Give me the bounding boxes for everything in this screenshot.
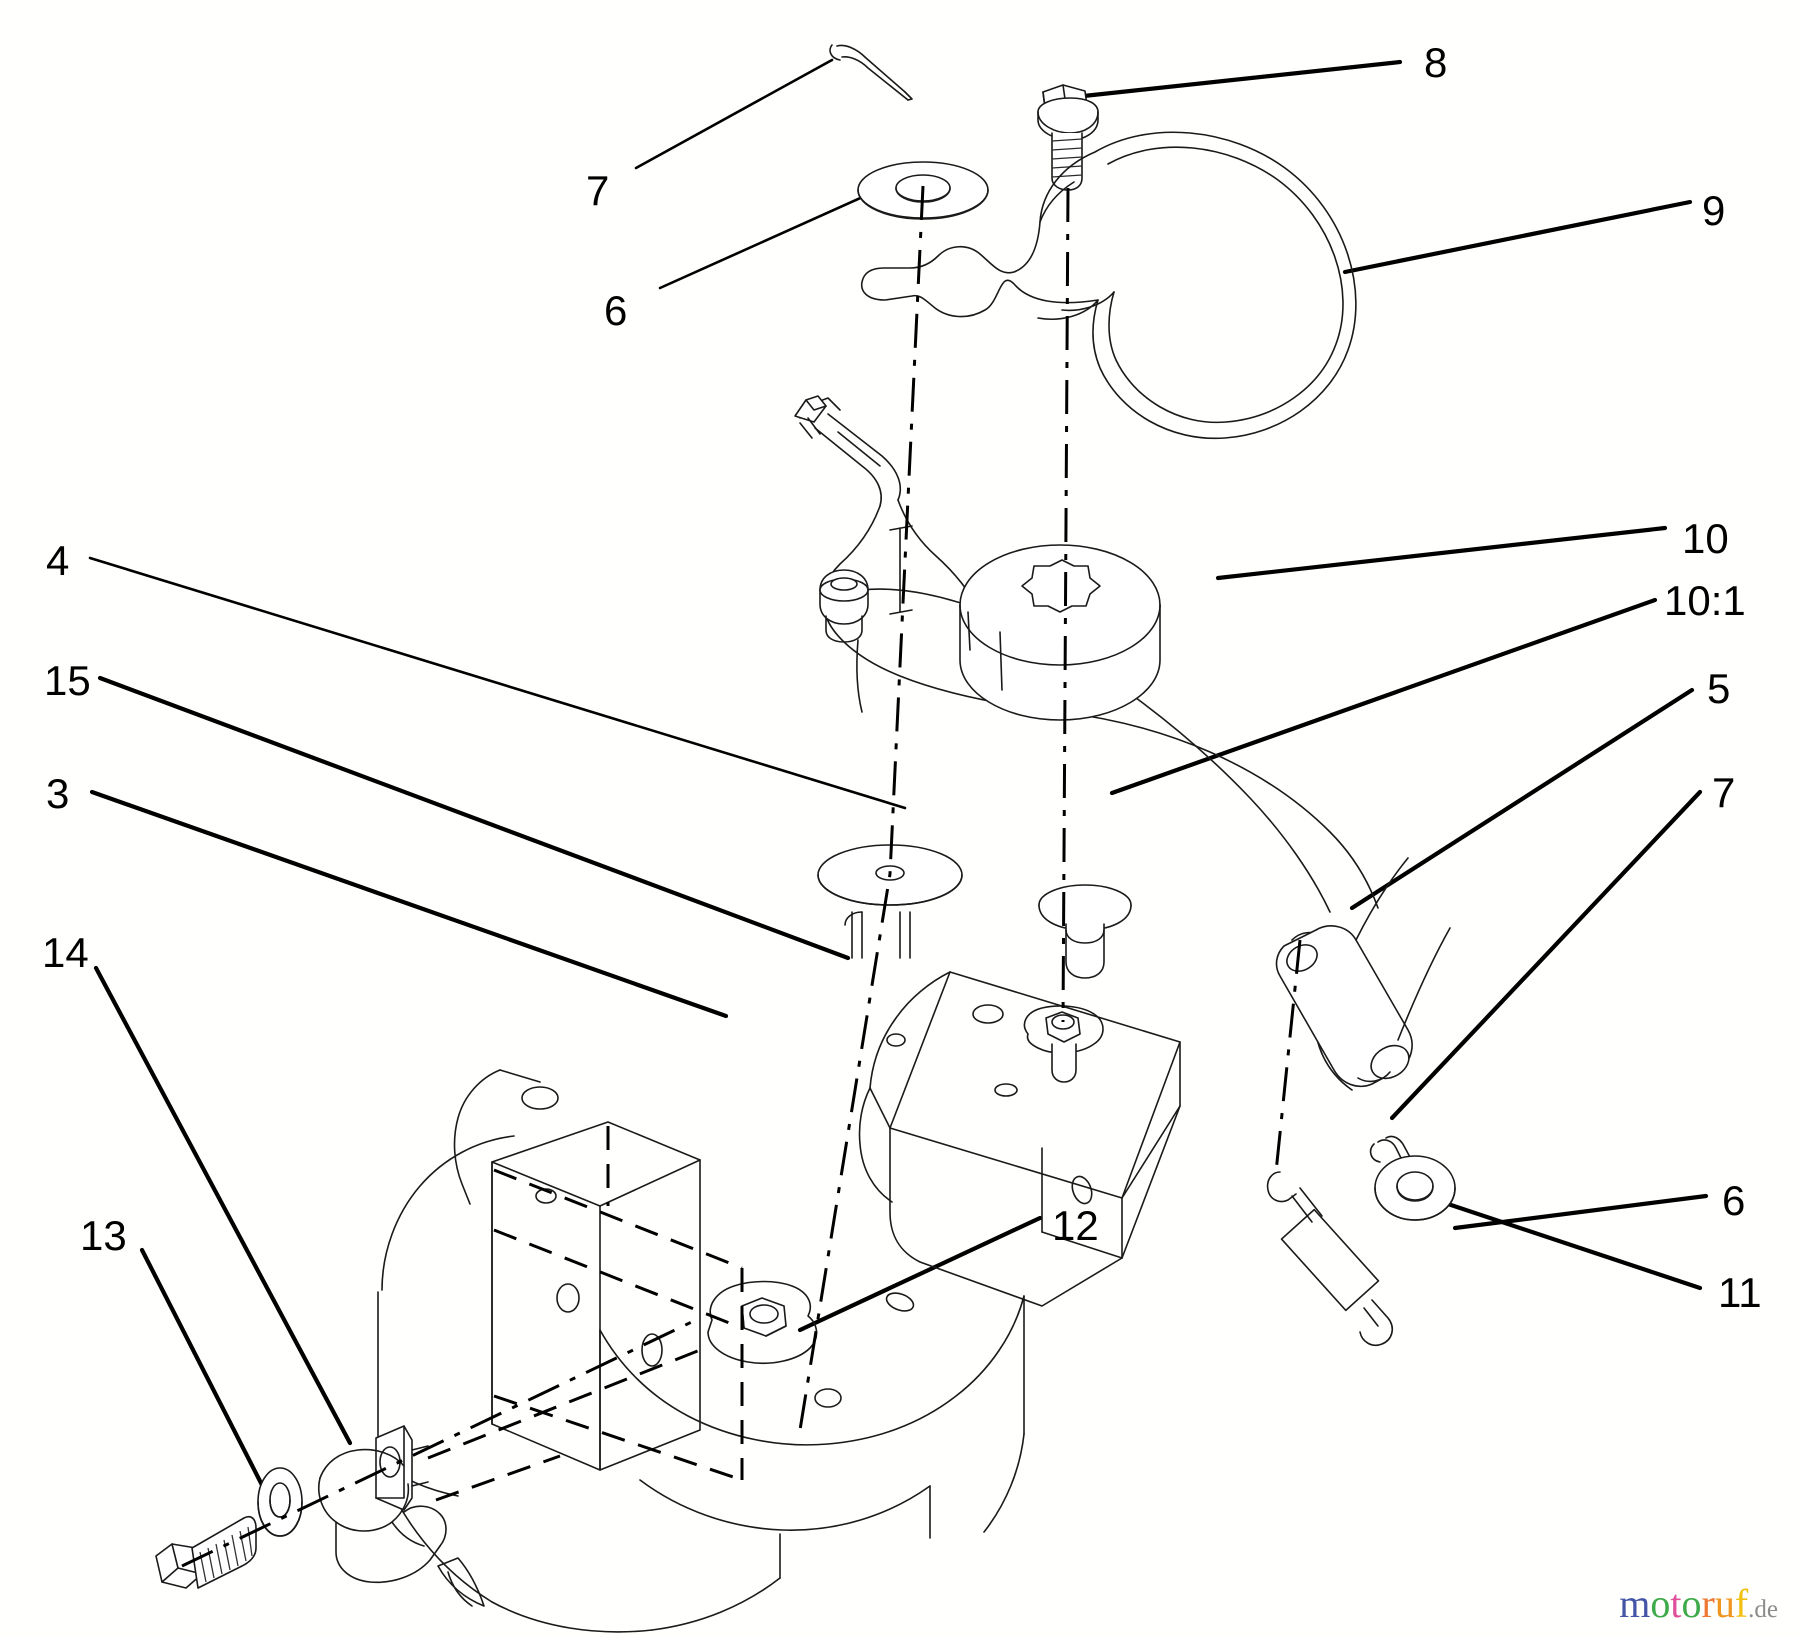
- watermark-letter-f: f: [1734, 1581, 1749, 1626]
- watermark-suffix: .de: [1748, 1596, 1778, 1623]
- hidden-edges: [427, 1126, 744, 1502]
- flat-washer-right: [1374, 1155, 1456, 1221]
- callout-3: 3: [46, 770, 70, 817]
- callout-8: 8: [1424, 39, 1448, 86]
- idler-pulley: [959, 544, 1161, 721]
- callout-7-right: 7: [1712, 769, 1736, 816]
- center-lines: [181, 185, 1302, 1568]
- callout-10: 10: [1682, 515, 1729, 562]
- pulley-bushing: [1038, 884, 1132, 979]
- extension-spring: [1266, 1171, 1394, 1347]
- watermark-letter-r: r: [1701, 1581, 1715, 1626]
- callout-4: 4: [46, 537, 70, 584]
- lock-nut-bracket: [1023, 1005, 1104, 1083]
- motoruf-watermark: motoruf.de: [1619, 1584, 1778, 1624]
- spacer-washer: [817, 844, 963, 959]
- pivot-bracket-left: [318, 1425, 447, 1584]
- callout-12: 12: [1052, 1202, 1099, 1249]
- callout-14: 14: [42, 929, 89, 976]
- hex-flange-bolt: [1037, 84, 1099, 191]
- watermark-letter-o2: o: [1681, 1581, 1702, 1626]
- callout-6-right: 6: [1722, 1177, 1746, 1224]
- watermark-letter-u: u: [1714, 1581, 1735, 1626]
- mounting-bracket: [858, 971, 1181, 1307]
- hex-bolt: [155, 1515, 257, 1589]
- watermark-letter-t: t: [1670, 1581, 1682, 1626]
- watermark-letter-m: m: [1619, 1581, 1651, 1626]
- callout-15: 15: [44, 657, 91, 704]
- lock-nut: [707, 1280, 818, 1365]
- callout-13: 13: [80, 1212, 127, 1259]
- callout-6-top: 6: [604, 287, 628, 334]
- deck-housing: [377, 1069, 1025, 1633]
- v-belt: [860, 131, 1357, 440]
- lower-slab-bracket: [491, 1121, 701, 1471]
- idler-link-arm: [1275, 857, 1451, 1091]
- callout-7-top: 7: [586, 167, 610, 214]
- callout-10-1: 10:1: [1664, 577, 1746, 624]
- callout-5: 5: [1707, 665, 1731, 712]
- callout-9: 9: [1702, 187, 1726, 234]
- cotter-pin-top: [829, 44, 913, 101]
- flat-washer-small: [257, 1467, 303, 1537]
- watermark-letter-o1: o: [1650, 1581, 1671, 1626]
- callout-11: 11: [1718, 1269, 1762, 1316]
- leader-lines: [88, 58, 1709, 1488]
